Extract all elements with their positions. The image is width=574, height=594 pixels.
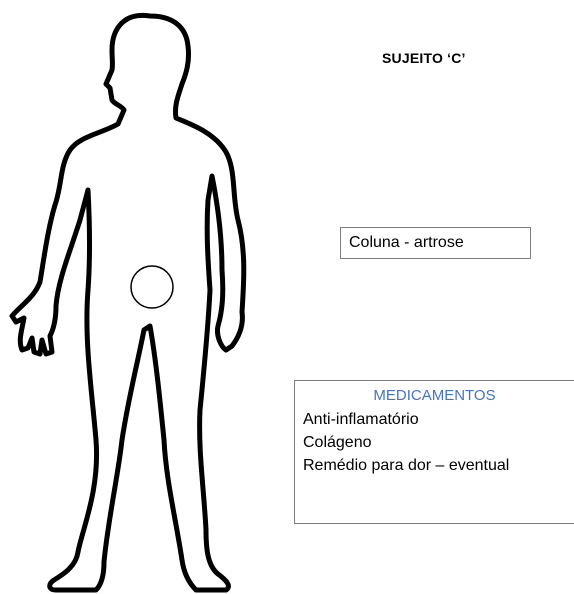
- medications-title: MEDICAMENTOS: [303, 387, 574, 404]
- diagnosis-text: Coluna - artrose: [349, 234, 464, 251]
- medication-item: Colágeno: [303, 431, 574, 454]
- body-silhouette: [12, 15, 244, 590]
- medication-item: Anti-inflamatório: [303, 408, 574, 431]
- medications-box: MEDICAMENTOS Anti-inflamatório Colágeno …: [294, 380, 574, 524]
- subject-title: SUJEITO ‘C’: [382, 50, 466, 66]
- medication-item: Remédio para dor – eventual: [303, 454, 574, 477]
- affected-area-marker: [131, 266, 173, 308]
- medications-list: Anti-inflamatório Colágeno Remédio para …: [303, 408, 574, 477]
- human-body-outline: [0, 0, 260, 594]
- diagnosis-box: Coluna - artrose: [340, 227, 531, 259]
